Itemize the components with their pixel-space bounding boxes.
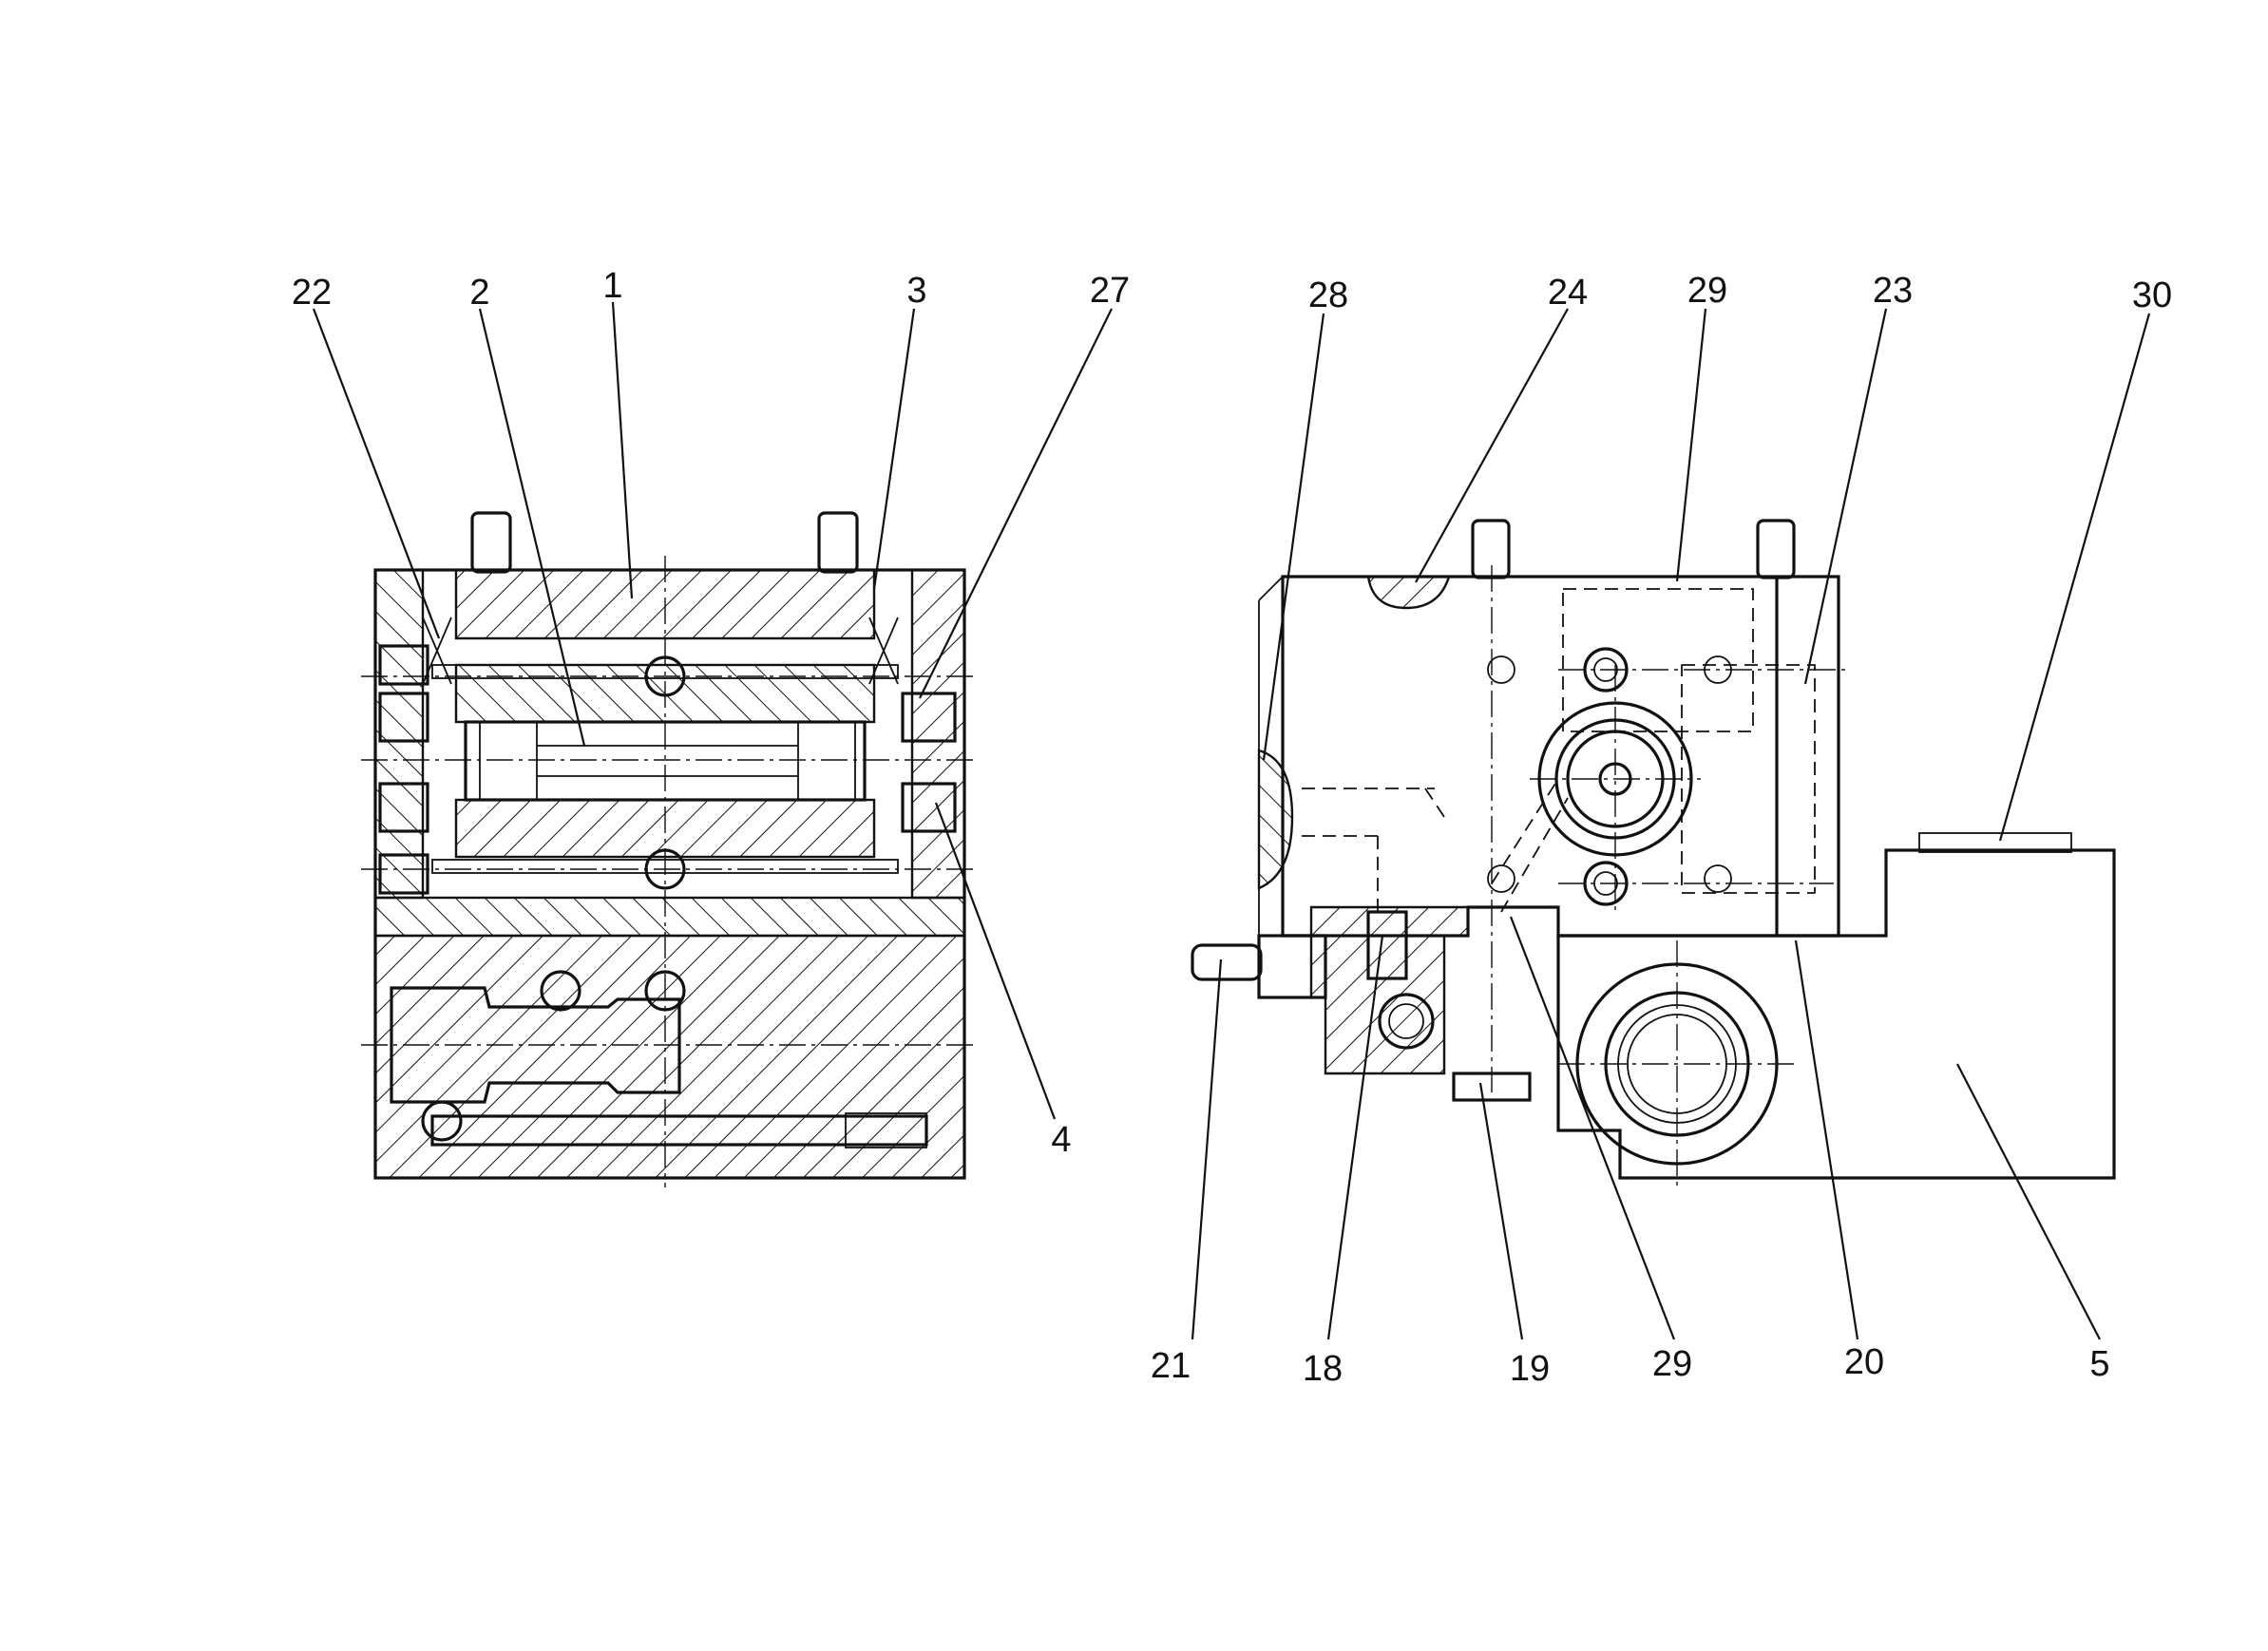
lower-body bbox=[373, 934, 966, 1180]
left-mid-plug-lower bbox=[378, 782, 429, 833]
left-cover bbox=[1257, 749, 1294, 890]
right-end-wall bbox=[910, 568, 966, 900]
callout-21: 21 bbox=[1151, 1346, 1191, 1386]
callout-labels: 22 2 1 3 27 4 28 24 29 23 30 21 18 19 29… bbox=[292, 266, 2172, 1389]
callout-3: 3 bbox=[906, 271, 926, 311]
separation-band bbox=[373, 896, 966, 938]
port-18-outer bbox=[1378, 993, 1435, 1050]
callout-23: 23 bbox=[1873, 271, 1913, 311]
leader-29-bottom bbox=[1509, 916, 1676, 1340]
callout-2: 2 bbox=[469, 273, 489, 313]
callout-29-bottom: 29 bbox=[1652, 1344, 1692, 1384]
right-top-pin bbox=[817, 511, 859, 574]
side-plug-tip bbox=[1191, 943, 1263, 981]
callout-28: 28 bbox=[1308, 275, 1348, 315]
callout-24: 24 bbox=[1548, 273, 1588, 313]
callout-29-top: 29 bbox=[1687, 271, 1727, 311]
hole-small-2 bbox=[1487, 864, 1515, 893]
spool-land-right bbox=[797, 721, 856, 801]
callout-20: 20 bbox=[1844, 1342, 1884, 1382]
leader-22 bbox=[312, 308, 441, 639]
leader-27 bbox=[919, 308, 1113, 699]
leader-19 bbox=[1478, 1082, 1524, 1340]
left-section-view bbox=[361, 511, 979, 1187]
leader-20 bbox=[1794, 939, 1859, 1340]
leader-28 bbox=[1262, 313, 1325, 761]
callout-4: 4 bbox=[1051, 1120, 1071, 1160]
housing-top-pin-left bbox=[1471, 519, 1511, 579]
left-top-pin bbox=[470, 511, 512, 574]
channel-plug bbox=[845, 1112, 927, 1148]
left-top-plug bbox=[378, 644, 429, 686]
callout-30: 30 bbox=[2132, 275, 2172, 315]
right-elevation-view bbox=[1191, 519, 2116, 1187]
bracket-screw bbox=[1366, 910, 1408, 980]
hole-small-4 bbox=[1704, 864, 1732, 893]
callout-22: 22 bbox=[292, 273, 332, 313]
leader-4 bbox=[934, 802, 1057, 1120]
hole-small-1 bbox=[1487, 655, 1515, 684]
right-mid-plug-lower bbox=[901, 782, 957, 833]
callout-19: 19 bbox=[1510, 1349, 1550, 1389]
housing-top-pin-right bbox=[1756, 519, 1796, 579]
side-plug-body bbox=[1257, 934, 1327, 999]
right-mid-plug-upper bbox=[901, 692, 957, 743]
leader-23 bbox=[1803, 308, 1888, 685]
leader-2 bbox=[478, 308, 586, 747]
leader-21 bbox=[1191, 958, 1223, 1340]
leader-24 bbox=[1415, 308, 1569, 583]
callout-27: 27 bbox=[1090, 271, 1130, 311]
lower-bracket bbox=[1309, 905, 1470, 1075]
leader-18 bbox=[1326, 935, 1384, 1340]
left-bottom-plug bbox=[378, 853, 429, 895]
top-notch bbox=[1366, 575, 1451, 610]
leader-1 bbox=[611, 301, 634, 599]
callout-18: 18 bbox=[1303, 1349, 1343, 1389]
left-end-wall bbox=[373, 568, 425, 900]
stepped-bore bbox=[390, 986, 681, 1104]
port-circle-b bbox=[540, 970, 581, 1012]
leader-5 bbox=[1956, 1063, 2101, 1340]
leader-lines bbox=[312, 301, 2151, 1340]
block-top-cap bbox=[1918, 832, 2072, 853]
spool-land-left bbox=[479, 721, 538, 801]
callout-5: 5 bbox=[2089, 1344, 2109, 1384]
leader-30 bbox=[1998, 313, 2151, 842]
right-block bbox=[1556, 848, 2116, 1180]
callout-1: 1 bbox=[602, 266, 622, 306]
left-mid-plug-upper bbox=[378, 692, 429, 743]
leader-3 bbox=[872, 308, 916, 590]
hidden-cavity-upper bbox=[1562, 588, 1754, 732]
hidden-cavity-right bbox=[1681, 664, 1816, 894]
leader-29-top bbox=[1675, 308, 1707, 582]
